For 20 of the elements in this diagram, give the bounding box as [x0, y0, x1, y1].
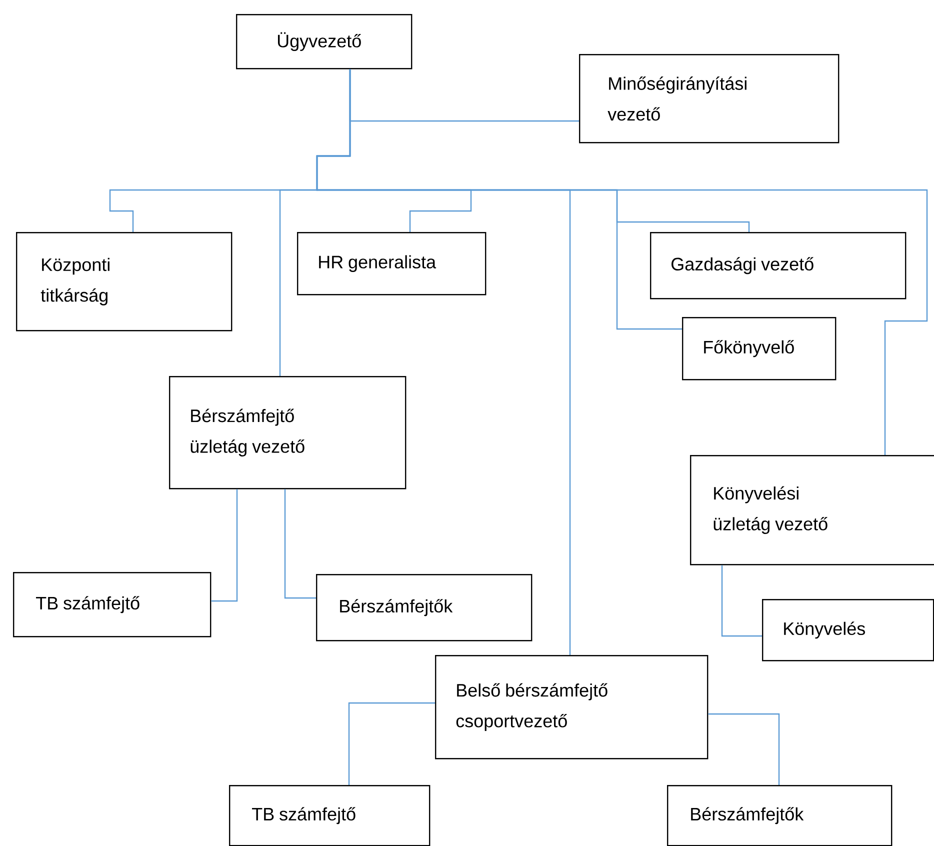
connector-line [721, 565, 762, 637]
connector-line [708, 713, 780, 785]
org-box: Központi titkárság [16, 232, 232, 332]
org-box: Főkönyvelő [682, 317, 836, 380]
org-box: Könyvelési üzletág vezető [690, 455, 934, 566]
org-box: Ügyvezető [236, 14, 412, 70]
connector-line [211, 489, 238, 602]
org-box: Belső bérszámfejtő csoportvezető [435, 655, 708, 760]
org-box: Minőségirányítási vezető [579, 54, 840, 144]
org-box: Könyvelés [762, 599, 934, 662]
org-box: HR generalista [297, 232, 486, 296]
org-box: Bérszámfejtő üzletág vezető [169, 376, 406, 490]
org-box: Bérszámfejtők [316, 574, 532, 642]
org-box: TB számfejtő [229, 785, 430, 846]
connector-line [316, 69, 928, 455]
org-box: Gazdasági vezető [650, 232, 906, 300]
org-box: TB számfejtő [13, 572, 212, 638]
connector-line [284, 489, 316, 599]
connector-line [348, 702, 435, 785]
org-box: Bérszámfejtők [667, 785, 892, 846]
